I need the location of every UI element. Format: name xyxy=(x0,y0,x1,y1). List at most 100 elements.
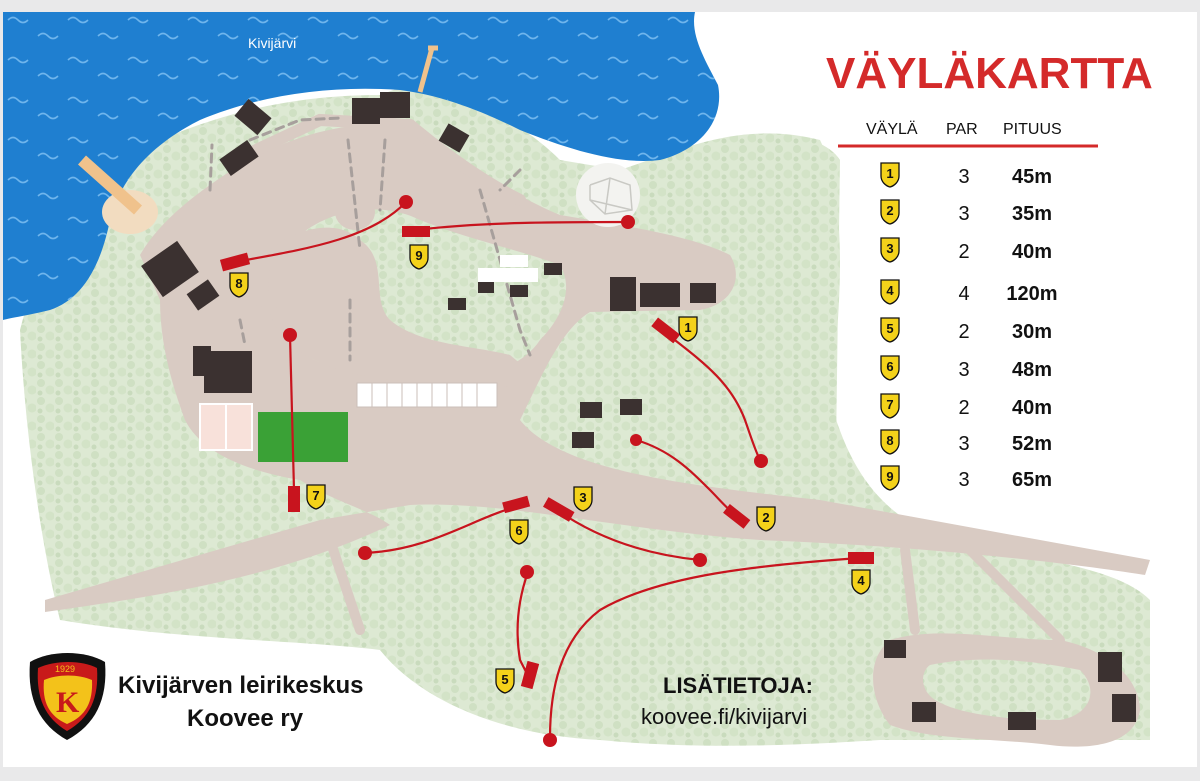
length-value: 30m xyxy=(1012,321,1052,343)
beach xyxy=(102,190,158,234)
hole-badge-icon xyxy=(409,244,429,270)
col-header-par: PAR xyxy=(946,121,978,138)
map-badge-hole-9: 9 xyxy=(409,244,429,270)
hole-badge-icon xyxy=(880,199,900,225)
hole-badge-number: 3 xyxy=(886,241,893,256)
hole-badge-icon xyxy=(880,465,900,491)
fairway-8 xyxy=(234,201,407,264)
length-value: 48m xyxy=(1012,359,1052,381)
org-subname: Koovee ry xyxy=(187,705,304,732)
hole-badge-number: 2 xyxy=(762,510,769,525)
hole-badge-number: 4 xyxy=(857,573,865,588)
table-hole-badge: 5 xyxy=(880,317,900,343)
table-row: 4 4 120m xyxy=(880,279,1058,305)
trails xyxy=(180,113,1065,645)
table-row: 2 3 35m xyxy=(880,199,1052,225)
org-name: Kivijärven leirikeskus xyxy=(118,672,363,699)
pier xyxy=(78,155,142,215)
hole-badge-number: 2 xyxy=(886,203,893,218)
fairway-6 xyxy=(364,505,516,555)
fairway-4 xyxy=(548,556,861,739)
length-value: 40m xyxy=(1012,241,1052,263)
par-value: 3 xyxy=(958,359,969,381)
hole-badge-icon xyxy=(880,355,900,381)
hole-badge-number: 9 xyxy=(886,469,893,484)
hole-badge-number: 3 xyxy=(579,490,586,505)
par-value: 2 xyxy=(958,321,969,343)
hole-badge-icon xyxy=(678,316,698,342)
hole-badge-icon xyxy=(880,237,900,263)
tent-sites xyxy=(478,255,538,282)
length-value: 45m xyxy=(1012,166,1052,188)
hole-badge-number: 9 xyxy=(415,248,422,263)
fairway-9 xyxy=(415,220,629,232)
hole-badge-number: 6 xyxy=(886,359,893,374)
par-value: 4 xyxy=(958,283,969,305)
baskets xyxy=(283,195,768,747)
length-value: 65m xyxy=(1012,469,1052,491)
hole-badge-icon xyxy=(851,569,871,595)
table-row: 8 3 52m xyxy=(880,429,1052,455)
logo-letter: K xyxy=(56,686,80,719)
table-hole-badge: 2 xyxy=(880,199,900,225)
hole-badge-number: 8 xyxy=(235,276,242,291)
hole-badge-number: 7 xyxy=(886,397,893,412)
map-badge-hole-1: 1 xyxy=(678,316,698,342)
par-value: 2 xyxy=(958,397,969,419)
table-hole-badge: 8 xyxy=(880,429,900,455)
col-header-pituus: PITUUS xyxy=(1003,121,1062,138)
hole-badge-number: 8 xyxy=(886,433,893,448)
table-hole-badge: 7 xyxy=(880,393,900,419)
map-badge-hole-6: 6 xyxy=(509,519,529,545)
info-label: LISÄTIETOJA: xyxy=(663,673,813,698)
hole-badge-icon xyxy=(880,429,900,455)
pond-clearing xyxy=(268,227,540,388)
length-value: 52m xyxy=(1012,433,1052,455)
forest-right xyxy=(700,136,840,521)
koovee-logo: 1929 K xyxy=(29,653,106,740)
fairway-1 xyxy=(661,329,761,461)
map-badge-hole-8: 8 xyxy=(229,272,249,298)
tee-pads xyxy=(219,226,874,690)
bench-row xyxy=(356,382,498,408)
table-hole-badge: 1 xyxy=(880,162,900,188)
football-field xyxy=(258,412,348,462)
length-value: 35m xyxy=(1012,203,1052,225)
fairway-7 xyxy=(288,334,296,491)
map-badge-hole-5: 5 xyxy=(495,668,515,694)
hole-badge-number: 6 xyxy=(515,523,522,538)
hole-badge-icon xyxy=(756,506,776,532)
info-link[interactable]: koovee.fi/kivijarvi xyxy=(641,704,807,729)
fairway-3 xyxy=(556,509,701,562)
hole-badge-number: 1 xyxy=(684,320,691,335)
table-hole-badge: 6 xyxy=(880,355,900,381)
hole-badge-number: 4 xyxy=(886,283,894,298)
par-value: 3 xyxy=(958,433,969,455)
table-hole-badge: 9 xyxy=(880,465,900,491)
hole-badge-icon xyxy=(495,668,515,694)
hole-badge-icon xyxy=(880,279,900,305)
table-hole-badge: 4 xyxy=(880,279,900,305)
map-title: VÄYLÄKARTTA xyxy=(826,49,1153,98)
hole-badge-icon xyxy=(229,272,249,298)
table-hole-badge: 3 xyxy=(880,237,900,263)
logo-year: 1929 xyxy=(55,664,75,674)
par-value: 3 xyxy=(958,469,969,491)
lake-label: Kivijärvi xyxy=(248,35,296,51)
hole-badge-icon xyxy=(573,486,593,512)
table-row: 9 3 65m xyxy=(880,465,1052,491)
hole-badge-number: 5 xyxy=(501,672,508,687)
length-value: 120m xyxy=(1006,283,1057,305)
hole-badge-number: 5 xyxy=(886,321,893,336)
par-value: 3 xyxy=(958,203,969,225)
table-row: 5 2 30m xyxy=(880,317,1052,343)
small-pier xyxy=(417,47,435,93)
col-header-vayla: VÄYLÄ xyxy=(866,120,918,138)
hole-badge-icon xyxy=(306,484,326,510)
